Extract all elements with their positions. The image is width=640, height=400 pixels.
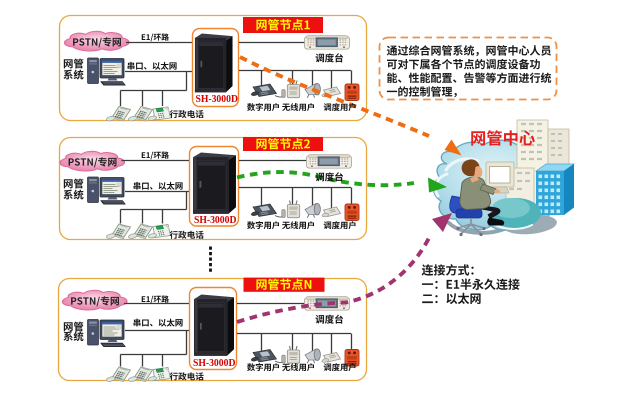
svg-text:SH-3000D: SH-3000D <box>195 93 238 105</box>
svg-text:SH-3000D: SH-3000D <box>193 357 236 369</box>
svg-text:SH-3000D: SH-3000D <box>194 214 237 226</box>
